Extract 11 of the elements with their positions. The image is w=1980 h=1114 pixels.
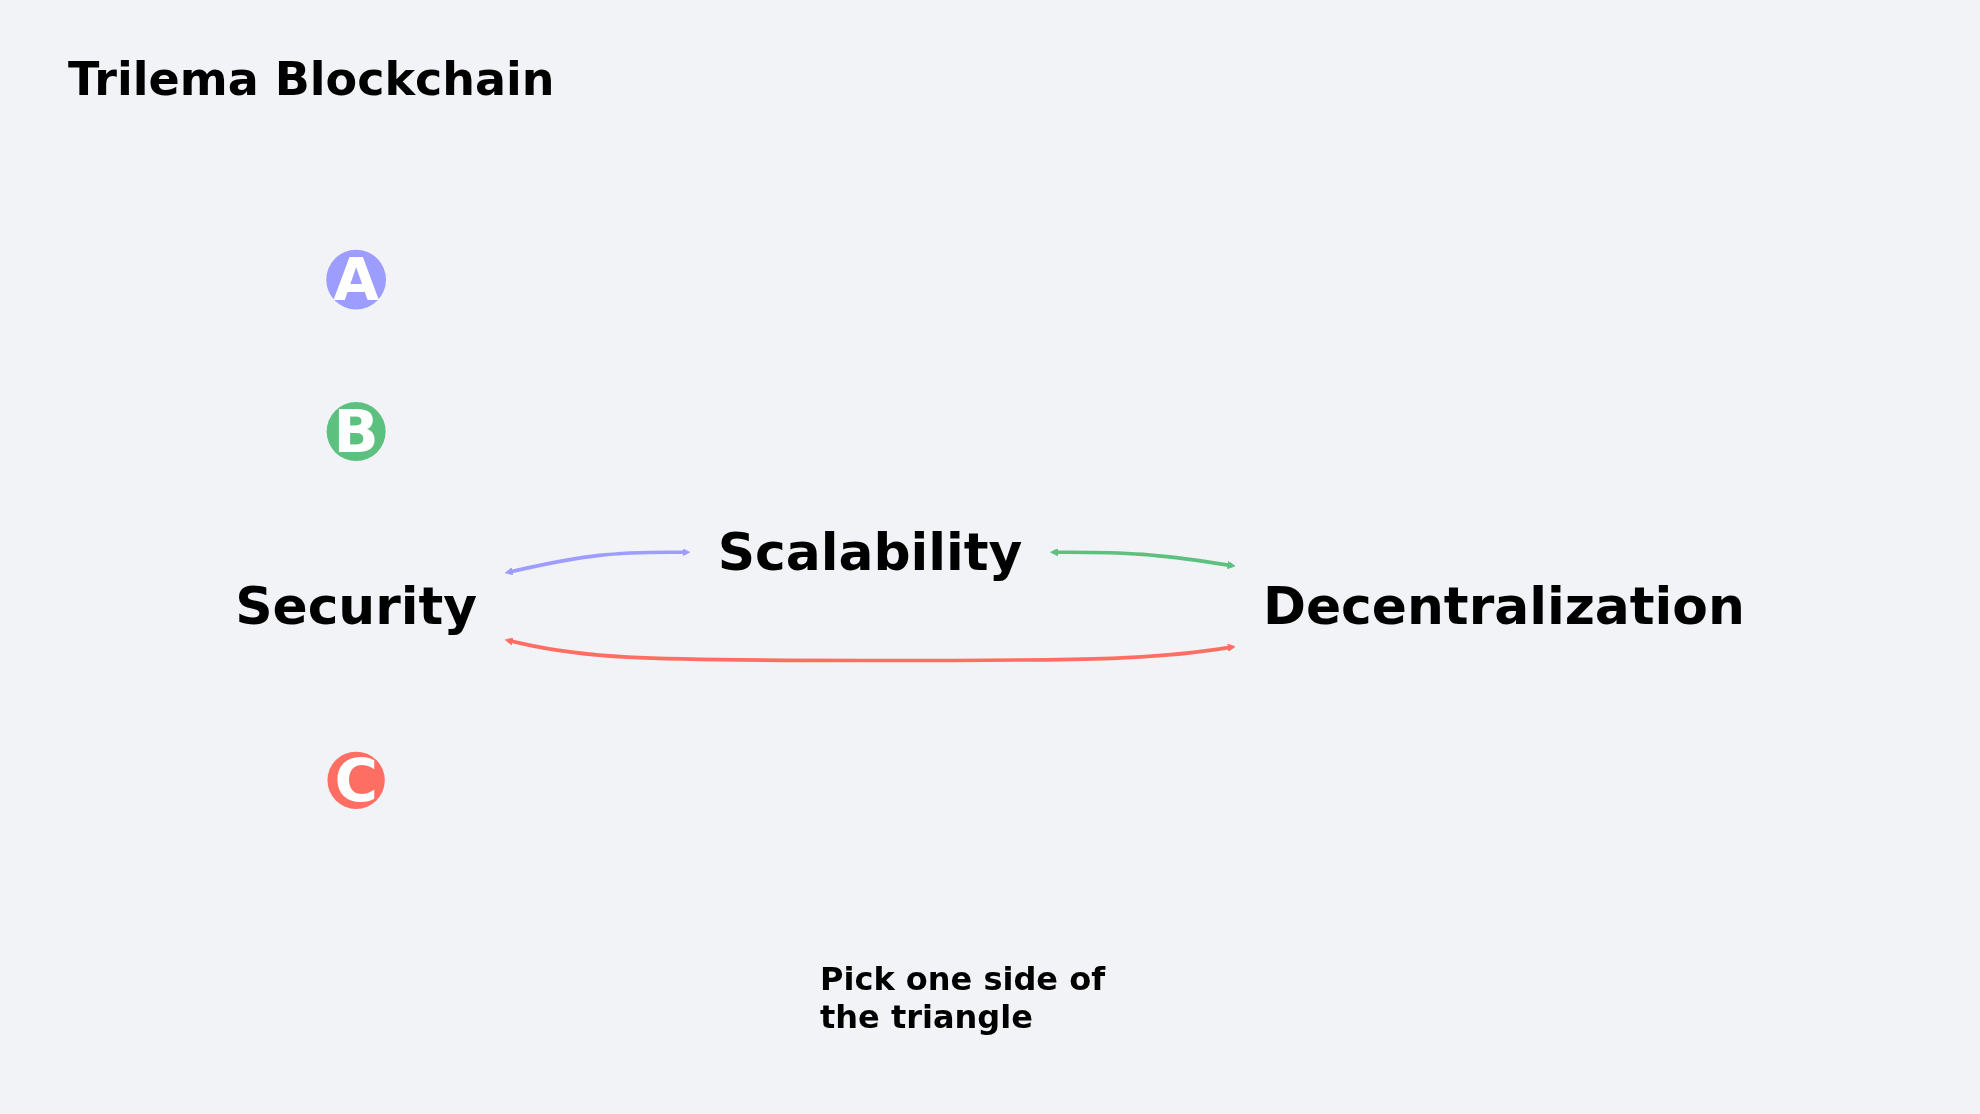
arrow bbox=[504, 548, 691, 576]
node-circle: C bbox=[327, 751, 385, 809]
node-text: Security bbox=[235, 575, 478, 636]
arrow bbox=[1050, 548, 1236, 570]
note-text: Pick one side of the triangle bbox=[820, 960, 1107, 1036]
node-circle: A bbox=[326, 249, 386, 310]
diagram-title: Trilema Blockchain bbox=[68, 52, 555, 106]
node-circle: B bbox=[326, 402, 386, 462]
arrow bbox=[504, 637, 1236, 663]
node-text: Scalability bbox=[717, 521, 1023, 582]
node-text: Decentralization bbox=[1262, 575, 1745, 636]
